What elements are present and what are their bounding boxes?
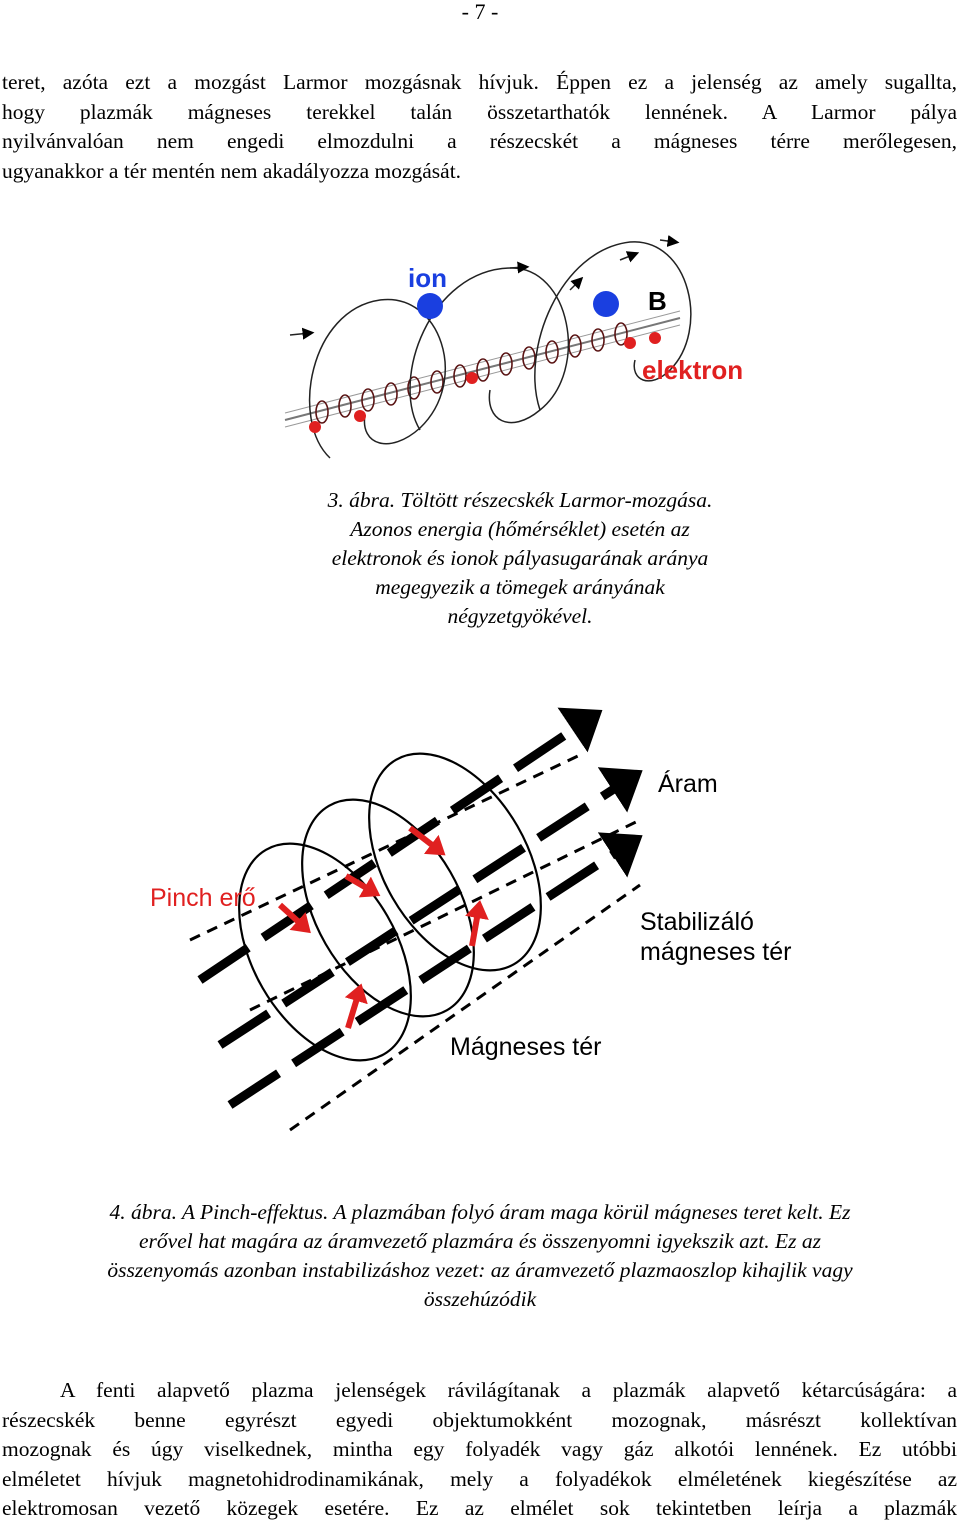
page-number: - 7 - <box>461 0 499 24</box>
larmor-figure: ion B elektron <box>284 235 743 459</box>
stabilizing-label: Stabilizáló <box>640 908 754 936</box>
stabilizing-label: mágneses tér <box>640 938 791 966</box>
electron-particle <box>309 421 321 433</box>
paragraph-1-line: nyilvánvalóan nem engedi elmozdulni a ré… <box>2 129 957 153</box>
paragraph-2-line: A fenti alapvető plazma jelenségek rávil… <box>60 1378 957 1402</box>
field-lines-dashed <box>189 753 641 1132</box>
paragraph-1-line: ugyanakkor a tér mentén nem akadályozza … <box>2 158 462 183</box>
caption-line: megegyezik a tömegek arányának <box>375 575 665 599</box>
ion-label: ion <box>408 263 447 293</box>
electron-particle <box>649 332 661 344</box>
field-line <box>284 317 681 421</box>
ion-orbit <box>289 235 692 459</box>
magnetic-field-label: Mágneses tér <box>450 1033 601 1061</box>
paragraph-2-line: elméletet hívjuk magnetohidrodinamikának… <box>2 1466 957 1491</box>
paragraph-2-line: mozognak és úgy viselkednek, mintha egy … <box>2 1437 957 1461</box>
field-line <box>284 324 681 428</box>
b-label: B <box>648 286 667 316</box>
electron-label: elektron <box>642 355 743 385</box>
paragraph-1: teret, azóta ezt a mozgást Larmor mozgás… <box>2 68 957 186</box>
caption-line: összenyomás azonban instabilizáshoz veze… <box>107 1258 853 1282</box>
caption-line: 3. ábra. Töltött részecskék Larmor-mozgá… <box>327 488 713 512</box>
current-lines <box>197 707 643 1109</box>
electron-particle <box>466 372 478 384</box>
paragraph-1-line: hogy plazmák mágneses terekkel talán öss… <box>2 99 957 124</box>
ion-particle <box>593 291 619 317</box>
field-line <box>284 310 681 414</box>
electron-particle <box>354 410 366 422</box>
pinch-arrows <box>277 825 489 1029</box>
paragraph-1-line: teret, azóta ezt a mozgást Larmor mozgás… <box>2 70 957 94</box>
caption-line: elektronok és ionok pályasugarának arány… <box>331 546 709 570</box>
caption-line: négyzetgyökével. <box>447 604 593 628</box>
paragraph-2: A fenti alapvető plazma jelenségek rávil… <box>2 1376 957 1524</box>
paragraph-2-line: részecskék benne egyrészt egyedi objektu… <box>2 1407 957 1432</box>
pinch-figure: Áram Pinch erő Stabilizáló mágneses tér … <box>150 707 791 1132</box>
figure-4-caption: 4. ábra. A Pinch-effektus. A plazmában f… <box>20 1198 940 1314</box>
electron-helix <box>315 322 628 424</box>
electron-particle <box>624 337 636 349</box>
caption-line: Azonos energia (hőmérséklet) esetén az <box>350 517 690 541</box>
ion-particle <box>417 293 443 319</box>
figure-3-caption: 3. ábra. Töltött részecskék Larmor-mozgá… <box>230 486 810 631</box>
paragraph-2-line: elektromosan vezető közegek esetére. Ez … <box>2 1496 957 1520</box>
pinch-label: Pinch erő <box>150 884 256 912</box>
caption-line: 4. ábra. A Pinch-effektus. A plazmában f… <box>109 1200 851 1224</box>
magnetic-rings <box>238 752 542 1062</box>
caption-line: erővel hat magára az áramvezető plazmára… <box>139 1229 821 1253</box>
caption-line: összehúzódik <box>423 1287 537 1311</box>
current-label: Áram <box>658 769 718 798</box>
